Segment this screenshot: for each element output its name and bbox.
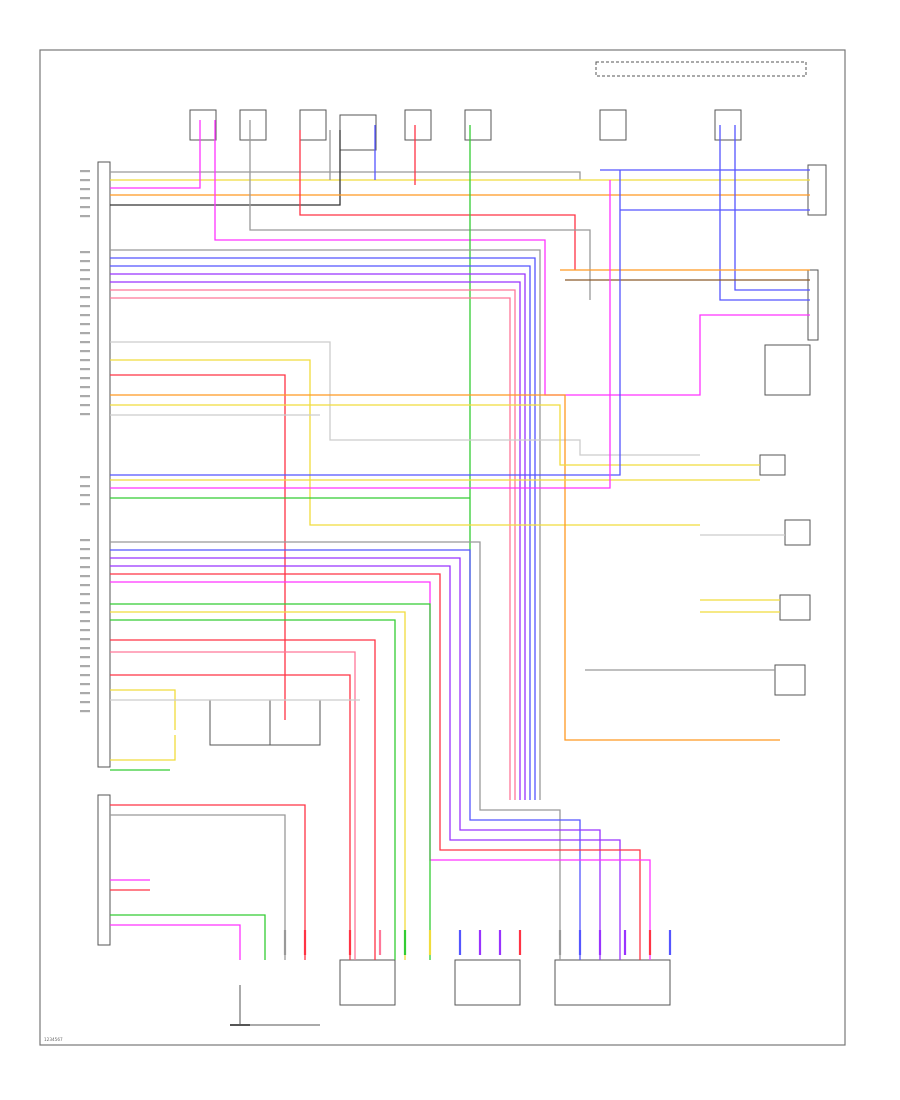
- label-mark: [80, 683, 90, 686]
- label-mark: [80, 170, 90, 173]
- wire-gray-36: [110, 541, 561, 960]
- label-mark: [80, 638, 90, 641]
- wire-yellow-54: [110, 735, 176, 761]
- label-mark: [80, 377, 90, 380]
- label-mark: [80, 332, 90, 335]
- wire-magenta-3: [110, 120, 201, 189]
- label-mark: [80, 296, 90, 299]
- label-mark: [80, 269, 90, 272]
- right-components: [759, 164, 827, 696]
- label-mark: [80, 197, 90, 200]
- label-mark: [80, 206, 90, 209]
- label-mark: [80, 188, 90, 191]
- wire-red-47: [110, 674, 351, 960]
- wire-yellow-48: [110, 689, 176, 730]
- wire-red-8: [299, 130, 576, 270]
- label-mark: [80, 593, 90, 596]
- label-mark: [80, 305, 90, 308]
- wire-yellow-43: [110, 611, 406, 960]
- label-mark: [80, 404, 90, 407]
- label-mark: [80, 179, 90, 182]
- label-mark: [80, 503, 90, 506]
- wire-violet-22: [110, 273, 526, 800]
- label-mark: [80, 413, 90, 416]
- wire-yellow-30: [110, 404, 760, 466]
- label-mark: [80, 215, 90, 218]
- wire-magenta-34: [110, 180, 611, 489]
- label-mark: [80, 701, 90, 704]
- label-mark: [80, 278, 90, 281]
- label-mark: [80, 359, 90, 362]
- label-mark: [80, 692, 90, 695]
- wire-pink-46: [110, 651, 356, 960]
- label-mark: [80, 494, 90, 497]
- lower-module-connector: [97, 794, 111, 946]
- label-mark: [80, 674, 90, 677]
- label-mark: [80, 575, 90, 578]
- wires: [110, 120, 810, 960]
- wire-blue-37: [110, 549, 581, 960]
- label-mark: [80, 665, 90, 668]
- diagram-frame: [39, 49, 846, 1046]
- label-mark: [80, 656, 90, 659]
- wire-blue-20: [110, 257, 536, 800]
- label-mark: [80, 251, 90, 254]
- wire-green-42: [110, 603, 431, 960]
- label-mark: [80, 350, 90, 353]
- label-mark: [80, 287, 90, 290]
- wire-green-44: [110, 619, 396, 960]
- wire-red-28: [110, 374, 286, 720]
- label-mark: [80, 323, 90, 326]
- label-mark: [80, 386, 90, 389]
- label-mark: [80, 647, 90, 650]
- label-mark: [80, 485, 90, 488]
- wire-violet-23: [110, 281, 521, 800]
- label-mark: [80, 539, 90, 542]
- label-mark: [80, 341, 90, 344]
- wire-gray-57: [110, 814, 286, 960]
- label-marks: [80, 170, 90, 713]
- wire-violet-39: [110, 565, 621, 960]
- top-relays: [189, 61, 807, 151]
- label-mark: [80, 602, 90, 605]
- label-mark: [80, 629, 90, 632]
- wire-magenta-41: [110, 581, 651, 960]
- label-mark: [80, 611, 90, 614]
- control-unit-connector: [97, 161, 111, 768]
- wire-blue-32: [110, 170, 621, 476]
- wire-black-4: [110, 130, 341, 206]
- wire-blue-21: [110, 265, 531, 800]
- wire-gray-9: [249, 120, 591, 300]
- label-mark: [80, 395, 90, 398]
- footer-code: 1234567: [44, 1037, 63, 1042]
- wire-yellow-27: [110, 359, 700, 526]
- wire-pink-24: [110, 289, 516, 800]
- wire-lightgray-26: [110, 341, 700, 456]
- label-mark: [80, 368, 90, 371]
- wire-gray-1: [110, 171, 581, 180]
- label-mark: [80, 710, 90, 713]
- wire-green-60: [110, 914, 266, 960]
- label-mark: [80, 584, 90, 587]
- wire-red-40: [110, 573, 641, 960]
- wire-violet-38: [110, 557, 601, 960]
- wire-magenta-61: [110, 924, 241, 960]
- label-mark: [80, 548, 90, 551]
- wire-red-56: [110, 804, 306, 960]
- label-mark: [80, 557, 90, 560]
- label-mark: [80, 476, 90, 479]
- wire-gray-19: [110, 249, 541, 800]
- wire-blue-16: [734, 125, 810, 291]
- wire-orange-29: [110, 394, 780, 741]
- label-mark: [80, 566, 90, 569]
- wire-pink-25: [110, 297, 511, 800]
- wire-red-45: [110, 639, 376, 960]
- label-mark: [80, 260, 90, 263]
- wire-blue-15: [719, 125, 810, 301]
- label-mark: [80, 314, 90, 317]
- label-mark: [80, 620, 90, 623]
